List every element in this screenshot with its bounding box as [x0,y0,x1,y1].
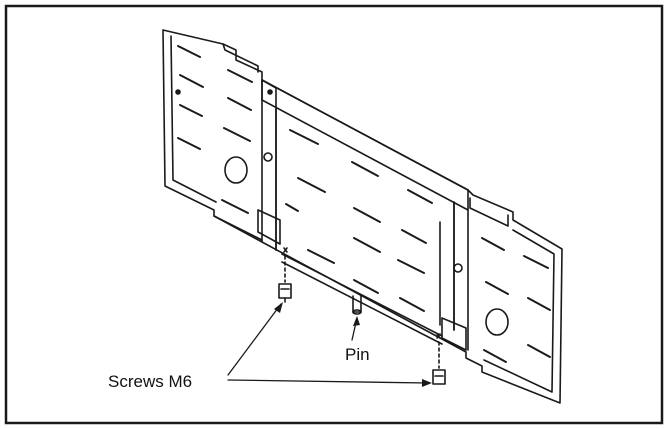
pin-label: Pin [345,345,370,364]
plate-outline [162,29,563,404]
right-screw-hole-mark [436,333,441,339]
center-frame-top-face [261,79,469,211]
left-screw-hole-mark [283,247,288,253]
left-top-tab [222,43,259,73]
left-corner-hole [175,89,181,95]
right-rail-hole [453,263,463,273]
screws-label: Screws M6 [108,372,193,391]
figure-frame [4,4,664,425]
right-rail [439,201,455,331]
right-rail-foot [441,317,467,351]
left-rail-hole [263,152,273,162]
screws-leader-left-arrowhead [274,302,283,313]
slots-center-panel [285,129,433,312]
center-frame [261,79,469,351]
upper-center-hole [267,89,273,95]
screws-leader-right [227,379,429,384]
pin [352,295,362,315]
left-round-hole [224,156,248,184]
plate-inner-rim [170,35,555,393]
right-top-tab [469,197,509,227]
right-screw [432,341,446,385]
screws-leader-right-arrowhead [422,379,432,387]
screws-leader-left [227,303,282,376]
left-screw [278,255,292,303]
pin-leader-arrowhead [353,316,360,326]
bottom-flange [213,215,443,345]
left-rail-foot [257,209,281,245]
slots-right-panel [481,237,551,363]
slots-left-panel [177,45,253,214]
right-round-hole [485,308,509,336]
